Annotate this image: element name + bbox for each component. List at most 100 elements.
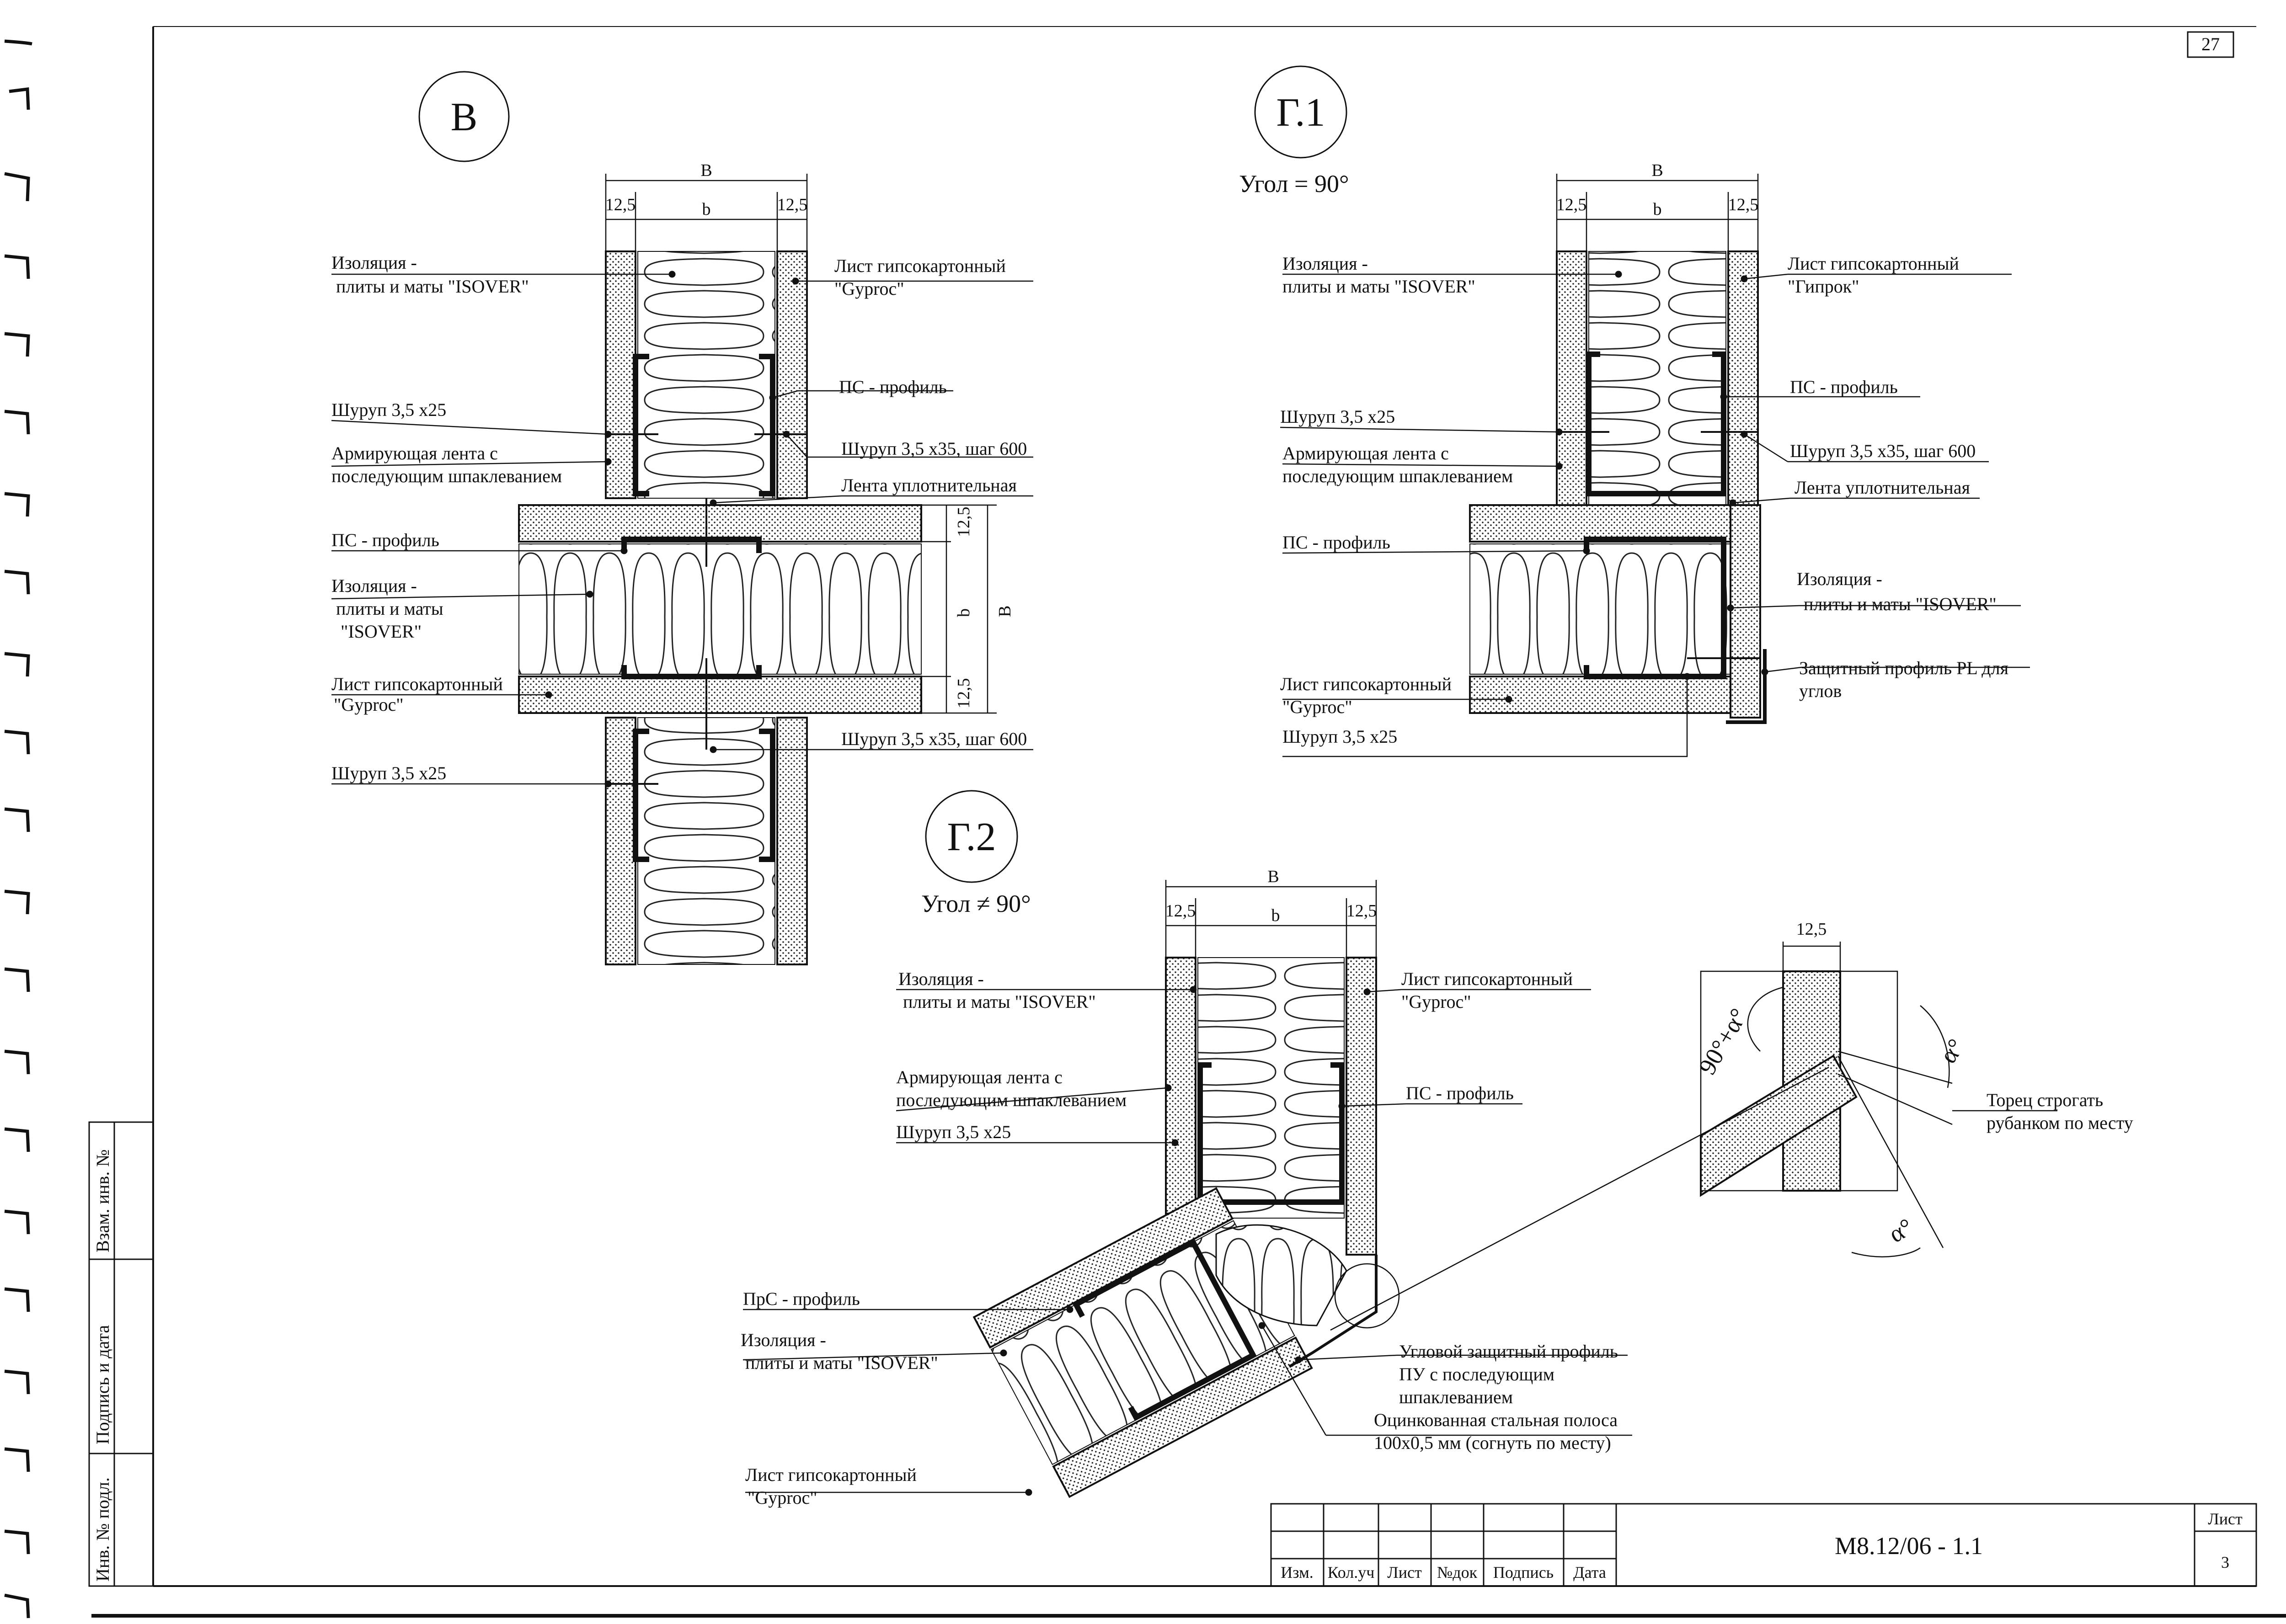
g1-ps-profile-right: ПС - профиль (1790, 377, 1898, 397)
sheet-frame (4, 26, 2286, 1619)
g2-plane-2: рубанком по месту (1987, 1113, 2133, 1133)
b-sheet-b-1: Лист гипсокартонный (331, 674, 503, 694)
tb-sheet-number: 3 (2221, 1553, 2229, 1571)
b-ins-b-3: "ISOVER" (341, 621, 422, 642)
g2-corner-3: шпаклеванием (1399, 1387, 1513, 1407)
detail-b-dim-v-top: 12,5 (954, 507, 973, 538)
g1-insulation-2: плиты и маты "ISOVER" (1282, 276, 1475, 297)
b-screw-right: Шуруп 3,5 х35, шаг 600 (841, 438, 1027, 459)
b-screw-lower-right: Шуруп 3,5 х35, шаг 600 (841, 729, 1027, 749)
detail-g2-mark-circle (925, 790, 1018, 883)
g2-insulation-1: Изоляция - (898, 969, 984, 989)
b-sheet-1: Лист гипсокартонный (834, 256, 1006, 276)
detail-b-dim-total: В (700, 161, 712, 180)
g2-sheet-1: Лист гипсокартонный (1401, 969, 1573, 989)
b-sheet-b-2: "Gyproc" (334, 694, 404, 715)
tb-header-podpis: Подпись (1493, 1563, 1554, 1581)
g2-prs-profile: ПрС - профиль (743, 1289, 860, 1309)
detail-b-mark-circle (418, 71, 510, 162)
g1-seal-tape: Лента уплотнительная (1795, 477, 1970, 498)
g2-corner-1: Угловой защитный профиль (1399, 1341, 1618, 1362)
b-sheet-2: "Gyproc" (834, 278, 904, 299)
g2-dim-middle: b (1271, 906, 1280, 925)
g1-dim-total: В (1651, 161, 1663, 180)
g1-dim-middle: b (1653, 200, 1662, 219)
detail-g1-mark: Г.1 (1277, 91, 1325, 135)
g1-sheet-b-1: Лист гипсокартонный (1280, 674, 1452, 694)
g1-corner-2: углов (1799, 681, 1842, 701)
detail-g2-angle: Угол ≠ 90° (921, 890, 1031, 917)
tb-code: М8.12/06 - 1.1 (1835, 1532, 1983, 1560)
b-screw-left: Шуруп 3,5 х25 (331, 399, 446, 420)
g2-dim-total: В (1267, 867, 1279, 886)
tb-sheet-label: Лист (2208, 1510, 2243, 1528)
g2-insulation-2: плиты и маты "ISOVER" (903, 991, 1096, 1012)
b-tape-1: Армирующая лента с (331, 443, 498, 463)
page-number: 27 (2201, 34, 2220, 54)
stamp-signature-date: Подпись и дата (92, 1325, 113, 1444)
g2-strip-2: 100х0,5 мм (согнуть по месту) (1374, 1432, 1611, 1453)
g1-screw-left: Шуруп 3,5 х25 (1280, 406, 1395, 427)
g1-tape-2: последующим шпаклеванием (1282, 466, 1513, 486)
g2-sheet-b-1: Лист гипсокартонный (745, 1464, 917, 1485)
g2-strip-1: Оцинкованная стальная полоса (1374, 1410, 1618, 1430)
detail-b: В (331, 71, 1033, 965)
g1-dim-left: 12,5 (1556, 195, 1587, 214)
detail-g2-mark: Г.2 (947, 815, 996, 859)
g1-screw-bottom: Шуруп 3,5 х25 (1282, 726, 1397, 747)
g1-dim-right: 12,5 (1728, 195, 1759, 214)
b-ps-profile-right: ПС - профиль (839, 377, 947, 397)
side-stamp: Инв. № подл. Подпись и дата Взам. инв. № (88, 1121, 154, 1587)
tb-header-ndok: №док (1437, 1563, 1478, 1581)
g2-ins-l-1: Изоляция - (741, 1330, 826, 1350)
b-tape-2: последующим шпаклеванием (331, 466, 562, 486)
g1-ins-r-2: плиты и маты "ISOVER" (1804, 594, 1997, 614)
detail-b-dim-v-total: В (995, 606, 1015, 617)
detail-g1: Г.1 Угол = 90° В 12,5 b 12,5 (1239, 65, 2030, 757)
detail-b-dim-left: 12,5 (605, 195, 636, 214)
g2-dim-aux: 12,5 (1796, 920, 1827, 939)
page-number-box: 27 (2187, 31, 2234, 58)
g2-alpha-2: α° (1884, 1213, 1917, 1248)
g2-dim-left: 12,5 (1165, 901, 1196, 921)
detail-g1-angle: Угол = 90° (1239, 170, 1349, 197)
g2-dim-right: 12,5 (1346, 901, 1377, 921)
b-insulation-1: Изоляция - (331, 252, 417, 273)
g1-ins-r-1: Изоляция - (1797, 569, 1882, 589)
detail-b-dim-middle: b (702, 200, 711, 219)
b-ins-b-1: Изоляция - (331, 575, 417, 596)
b-ps-profile-left: ПС - профиль (331, 530, 439, 550)
g1-tape-1: Армирующая лента с (1282, 443, 1449, 463)
g1-screw-right: Шуруп 3,5 х35, шаг 600 (1790, 441, 1976, 461)
stamp-inv-orig: Инв. № подл. (92, 1477, 113, 1581)
g1-insulation-1: Изоляция - (1282, 253, 1368, 274)
g2-ps-profile-right: ПС - профиль (1406, 1083, 1514, 1103)
detail-g2: Г.2 Угол ≠ 90° В 12,5 b 12,5 (741, 790, 2133, 1508)
g2-tape-1: Армирующая лента с (896, 1067, 1063, 1087)
g2-tape-2: последующим шпаклеванием (896, 1090, 1127, 1110)
detail-b-dim-right: 12,5 (777, 195, 808, 214)
g1-corner-1: Защитный профиль PL для (1799, 658, 2008, 678)
g2-ins-l-2: плиты и маты "ISOVER" (745, 1352, 938, 1373)
g1-sheet-2: "Гипрок" (1788, 276, 1859, 297)
g2-corner-2: ПУ с последующим (1399, 1364, 1554, 1384)
tb-header-list: Лист (1387, 1563, 1422, 1581)
g2-screw-left: Шуруп 3,5 х25 (896, 1122, 1011, 1142)
stamp-replaced-inv: Взам. инв. № (92, 1150, 113, 1252)
title-block: Изм. Кол.уч Лист №док Подпись Дата М8.12… (1270, 1503, 2257, 1587)
b-insulation-2: плиты и маты "ISOVER" (336, 276, 529, 297)
g2-sheet-b-2: "Gyproc" (748, 1487, 817, 1508)
g1-sheet-b-2: "Gyproc" (1282, 697, 1352, 717)
detail-b-mark: В (451, 95, 478, 139)
detail-g1-mark-circle (1254, 65, 1347, 159)
tb-header-koluch: Кол.уч (1328, 1563, 1375, 1581)
g2-alpha-1: α° (1934, 1034, 1970, 1068)
tb-header-izm: Изм. (1281, 1563, 1314, 1581)
g1-ps-profile-left: ПС - профиль (1282, 532, 1390, 553)
detail-b-dim-v-mid: b (954, 608, 973, 617)
b-ins-b-2: плиты и маты (336, 598, 443, 619)
detail-b-dim-v-bot: 12,5 (954, 678, 973, 709)
g2-sheet-2: "Gyproc" (1401, 991, 1471, 1012)
g2-plane-1: Торец строгать (1987, 1090, 2103, 1110)
